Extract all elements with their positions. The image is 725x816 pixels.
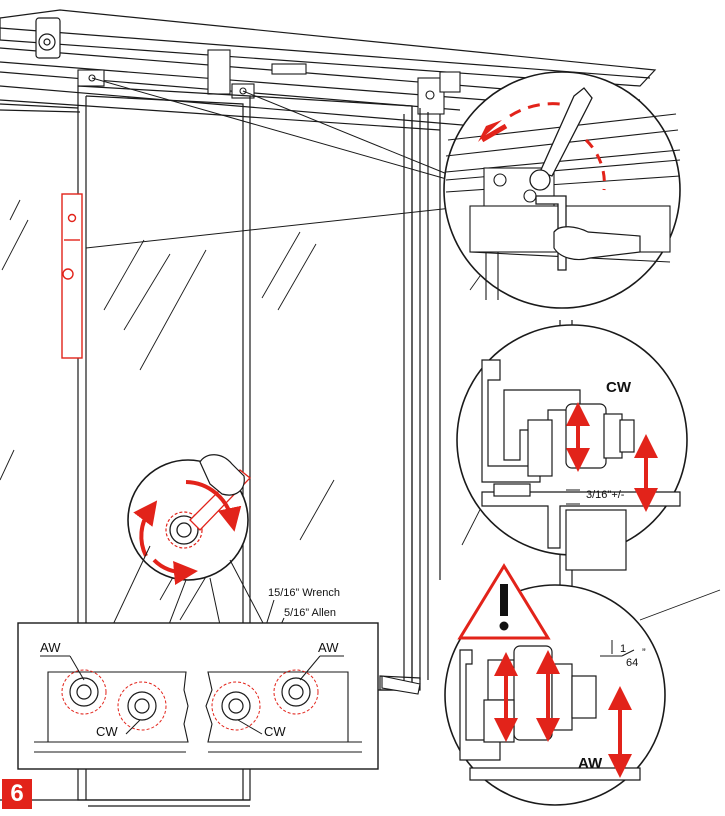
hand-icon	[553, 226, 641, 261]
wrench-icon	[529, 87, 593, 191]
bolt-cw-left	[127, 691, 157, 721]
bolt-cw-right	[221, 691, 251, 721]
glass-reflections	[0, 199, 721, 621]
aw-label-right: AW	[318, 640, 339, 655]
adjust-arrows-cw	[566, 402, 658, 512]
gap-dimension-label: 3/16"+/-	[586, 489, 625, 501]
fraction-denominator: 64	[626, 657, 638, 669]
rotation-arrows-top	[509, 102, 606, 191]
arrow-shaft	[480, 123, 508, 143]
zoom-circle-wrench-top	[443, 71, 681, 309]
zoom-circle-wrench-bottom	[127, 454, 251, 585]
adjust-arrows-aw	[494, 650, 632, 778]
cw-label-right: CW	[264, 724, 286, 739]
adjust-ring	[273, 669, 319, 715]
bolt-icon	[169, 515, 199, 545]
floor-guide	[381, 675, 421, 695]
bolt-aw-right	[281, 677, 311, 707]
callout-leaders	[85, 77, 453, 249]
hand-icon-bottom	[199, 454, 245, 496]
fraction-numerator: 1	[620, 643, 626, 655]
zoom-circle-aw: AW 1 64 ”	[444, 584, 666, 806]
bolt-aw-left	[69, 677, 99, 707]
door-lock	[61, 193, 83, 359]
top-roller	[35, 17, 61, 59]
cw-label-top: CW	[606, 379, 632, 396]
adjust-ring	[211, 681, 261, 731]
bottom-detail-panel: AW AW CW CW	[17, 622, 379, 770]
adjust-ring	[117, 681, 167, 731]
aw-label-left: AW	[40, 640, 61, 655]
step-number-badge: 6	[2, 779, 32, 809]
allen-size-label: 5/16” Allen	[284, 607, 336, 619]
fraction-inch-mark: ”	[642, 647, 646, 659]
door-panel-middle	[249, 95, 413, 691]
aw-label-bottom: AW	[578, 755, 603, 772]
cw-label-left: CW	[96, 724, 118, 739]
warning-triangle-icon	[457, 563, 551, 640]
adjust-ring	[61, 669, 107, 715]
rotation-arrows-bottom	[133, 480, 242, 585]
wrench-size-label: 15/16” Wrench	[268, 587, 340, 599]
zoom-circle-cw: CW 3/16"+/-	[456, 324, 688, 571]
